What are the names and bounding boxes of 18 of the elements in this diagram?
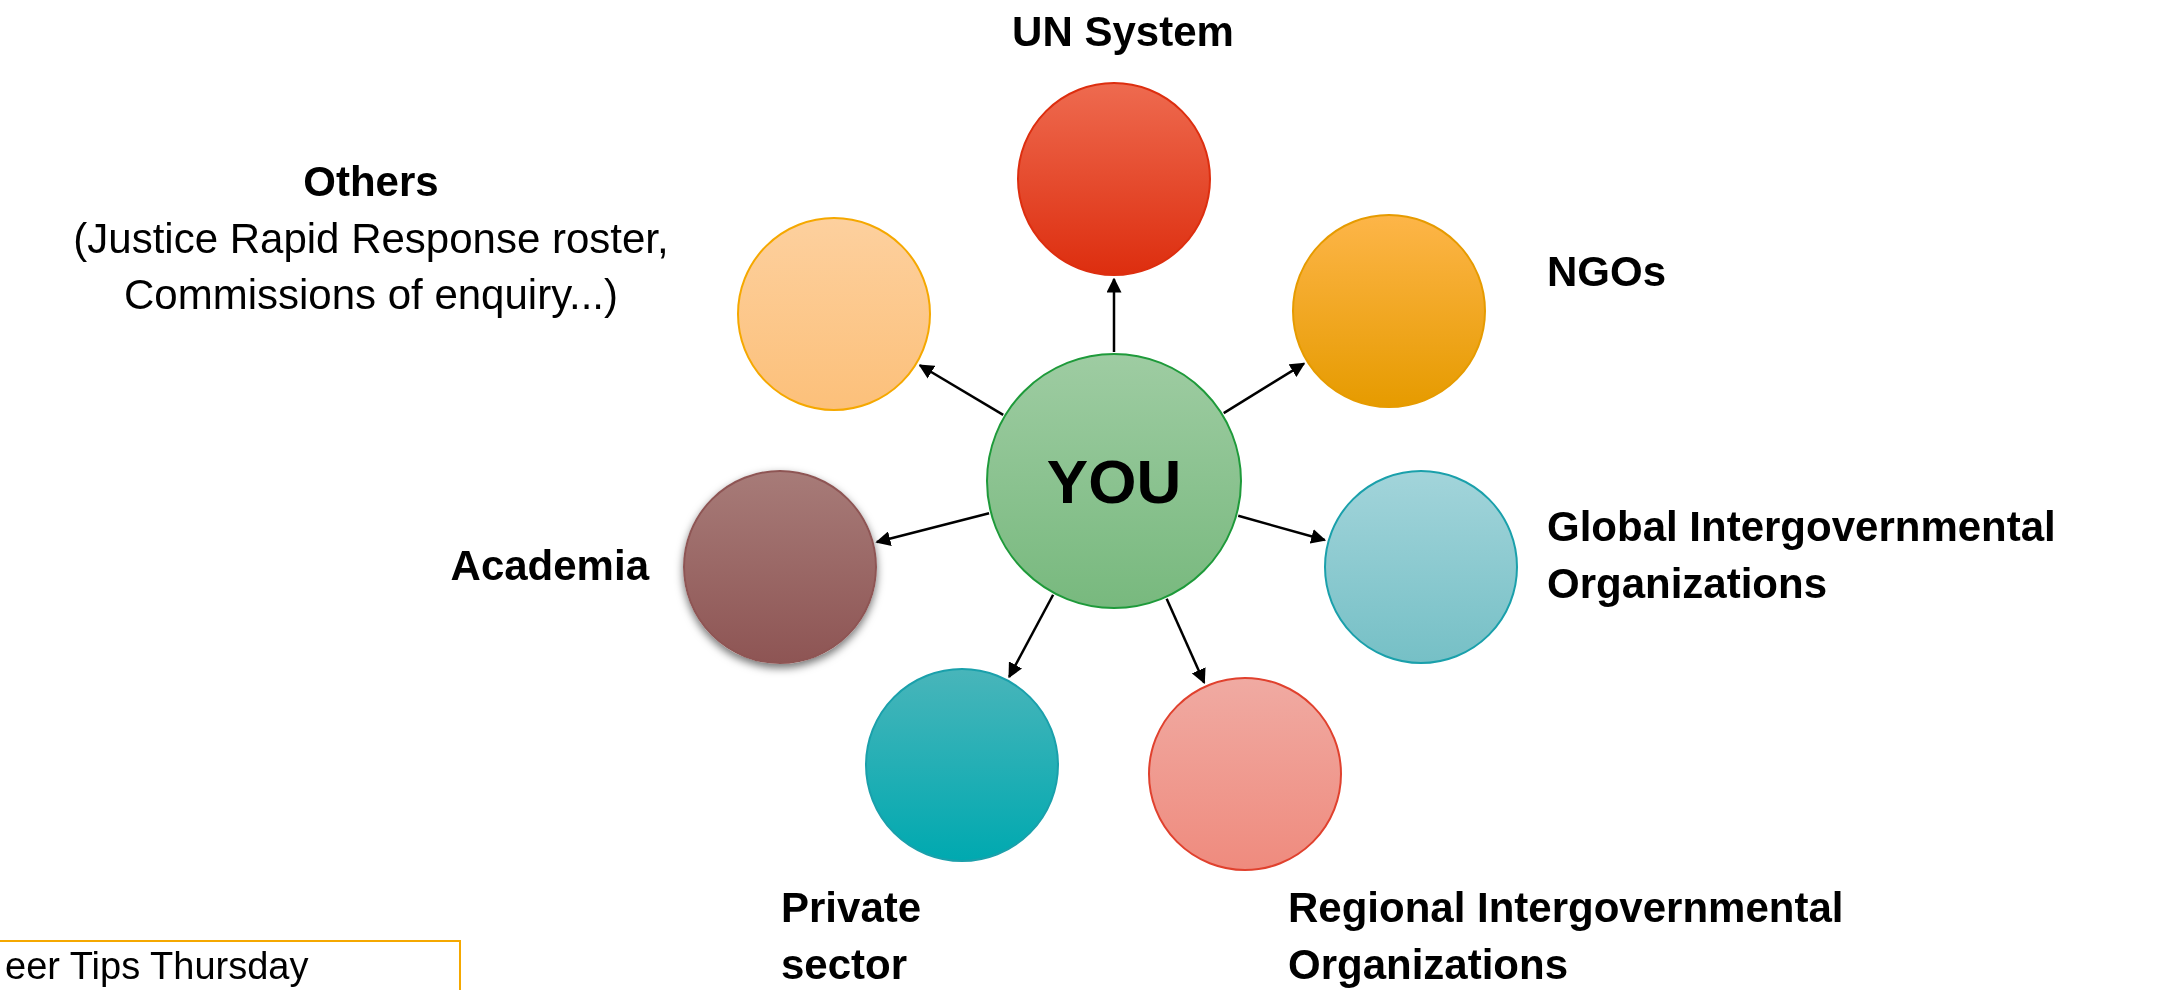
arrow — [1237, 514, 1327, 544]
arrow — [1165, 598, 1206, 685]
node-label: NGOs — [1547, 247, 1668, 297]
arrow — [918, 364, 1004, 416]
tag-box — [0, 940, 461, 990]
node-label: Others — [302, 157, 440, 207]
center-label: YOU — [1045, 445, 1183, 517]
arrow — [1106, 277, 1122, 352]
node-label: UN System — [1011, 7, 1235, 57]
node-label: Academia — [449, 541, 649, 591]
tag-text: eer Tips Thursday — [5, 946, 309, 988]
description-text: (Justice Rapid Response roster, Commissions of enquiry...) — [72, 213, 670, 321]
node-label: Global Intergovernmental Organizations — [1547, 502, 2057, 609]
arrow — [875, 511, 990, 546]
node-label: Private sector — [781, 883, 923, 990]
arrow — [1008, 594, 1055, 679]
node-label: Regional Intergovernmental Organizations — [1288, 883, 1845, 990]
arrow — [1223, 362, 1306, 415]
